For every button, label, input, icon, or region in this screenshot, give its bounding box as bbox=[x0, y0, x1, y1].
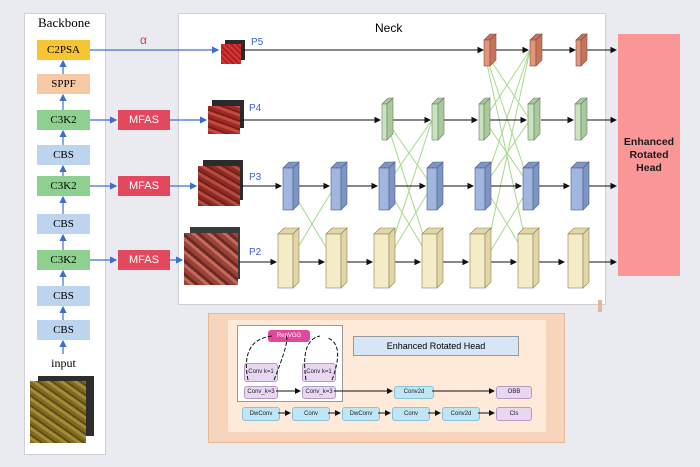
cross-connections bbox=[288, 49, 531, 263]
bottom-conv2d: Conv2d bbox=[442, 407, 480, 421]
p3-block-2 bbox=[330, 161, 348, 211]
conv-k1-block-a: Conv k=1 bbox=[244, 363, 278, 382]
p2-block-7 bbox=[567, 227, 590, 289]
p3-block-3 bbox=[378, 161, 396, 211]
conv-k1-block-b: Conv k=1 bbox=[302, 363, 336, 382]
bottom-dwconv-1: DwConv bbox=[242, 407, 280, 421]
conv-k3-block-a: Conv_k=3 bbox=[244, 386, 278, 399]
bottom-cls: Cls bbox=[496, 407, 532, 421]
bottom-dwconv-2: DwConv bbox=[342, 407, 380, 421]
detail-flow-arrows bbox=[276, 388, 495, 416]
input-label: input bbox=[37, 354, 90, 372]
p4-feature-image bbox=[208, 106, 240, 134]
p2-block-2 bbox=[325, 227, 348, 289]
detail-arcs bbox=[245, 335, 339, 381]
obb-block: OBB bbox=[496, 386, 532, 399]
p5-block-1 bbox=[483, 33, 497, 67]
p5-block-2 bbox=[529, 33, 543, 67]
conv2d-top-block: Conv2d bbox=[394, 386, 434, 399]
p5-feature-image bbox=[221, 44, 241, 64]
p2-label: P2 bbox=[249, 247, 262, 258]
c3k2-block-mid: C3K2 bbox=[37, 176, 90, 196]
p3-block-1 bbox=[282, 161, 300, 211]
cbs-block-3: CBS bbox=[37, 286, 90, 306]
p3-block-6 bbox=[522, 161, 540, 211]
p3-block-4 bbox=[426, 161, 444, 211]
p3-feature-image bbox=[198, 166, 240, 206]
p2-block-5 bbox=[469, 227, 492, 289]
repvgg-block: RepVGG bbox=[268, 330, 310, 342]
p2-block-4 bbox=[421, 227, 444, 289]
neck-title: Neck bbox=[375, 21, 403, 35]
p4-block-3 bbox=[478, 97, 491, 141]
p3-block-5 bbox=[474, 161, 492, 211]
p2-block-1 bbox=[277, 227, 300, 289]
p5-block-3 bbox=[575, 33, 588, 67]
cbs-block-2: CBS bbox=[37, 214, 90, 234]
sppf-block: SPPF bbox=[37, 74, 90, 94]
neck-flow-arrows bbox=[239, 46, 618, 266]
mfas-block-p2: MFAS bbox=[118, 250, 170, 270]
lateral-arrows bbox=[90, 46, 220, 264]
p2-blocks bbox=[277, 227, 590, 289]
p5-blocks bbox=[483, 33, 588, 67]
bottom-conv-2: Conv bbox=[392, 407, 430, 421]
cbs-block-4: CBS bbox=[37, 320, 90, 340]
cbs-block-1: CBS bbox=[37, 145, 90, 165]
p3-label: P3 bbox=[249, 172, 262, 183]
p2-feature-image bbox=[184, 233, 238, 285]
bottom-conv-1: Conv bbox=[292, 407, 330, 421]
p2-block-6 bbox=[517, 227, 540, 289]
p4-block-4 bbox=[527, 97, 541, 141]
c3k2-block-top: C3K2 bbox=[37, 110, 90, 130]
p4-block-1 bbox=[381, 97, 394, 141]
p4-label: P4 bbox=[249, 103, 262, 114]
p4-blocks bbox=[381, 97, 588, 141]
input-image bbox=[30, 381, 86, 443]
p4-block-5 bbox=[574, 97, 588, 141]
p3-blocks bbox=[282, 161, 590, 211]
alpha-label: α bbox=[140, 33, 147, 47]
p5-label: P5 bbox=[251, 37, 264, 48]
backbone-title: Backbone bbox=[38, 15, 90, 30]
mfas-block-p3: MFAS bbox=[118, 176, 170, 196]
p4-block-2 bbox=[431, 97, 445, 141]
detail-title: Enhanced Rotated Head bbox=[353, 336, 519, 356]
p3-block-7 bbox=[570, 161, 590, 211]
mfas-block-p4: MFAS bbox=[118, 110, 170, 130]
conv-k3-block-b: Conv_k=3 bbox=[302, 386, 336, 399]
p2-block-3 bbox=[373, 227, 396, 289]
c3k2-block-bottom: C3K2 bbox=[37, 250, 90, 270]
c2psa-block: C2PSA bbox=[37, 40, 90, 60]
